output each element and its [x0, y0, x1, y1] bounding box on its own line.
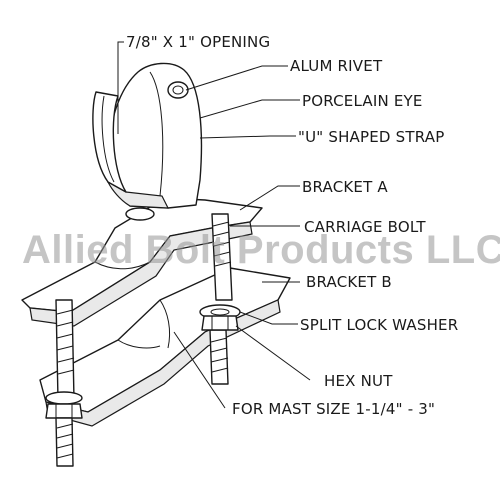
label-alum-rivet: ALUM RIVET — [290, 57, 383, 75]
carriage-bolt-right-lower — [209, 329, 229, 385]
label-u-shaped-strap: "U" SHAPED STRAP — [298, 128, 445, 146]
label-carriage-bolt: CARRIAGE BOLT — [304, 218, 426, 236]
alum-rivet — [167, 81, 189, 99]
label-split-lock-washer: SPLIT LOCK WASHER — [300, 316, 459, 334]
hex-nut-left — [45, 391, 83, 419]
bracket-a — [21, 197, 263, 327]
label-bracket-a: BRACKET A — [302, 178, 388, 196]
porcelain-eye — [92, 91, 127, 193]
carriage-bolt-left-lower — [55, 417, 74, 467]
label-porcelain-eye: PORCELAIN EYE — [302, 92, 423, 110]
label-hex-nut: HEX NUT — [324, 372, 393, 390]
watermark-text: Allied Bolt Products LLC — [22, 228, 500, 272]
label-mast-size: FOR MAST SIZE 1-1/4" - 3" — [232, 400, 436, 418]
carriage-bolt-left — [55, 299, 75, 401]
u-shaped-strap — [106, 62, 203, 209]
carriage-bolt-right — [211, 213, 233, 301]
label-opening: 7/8" X 1" OPENING — [126, 33, 271, 51]
leader-lines — [117, 41, 311, 409]
hex-nut-right — [201, 315, 239, 331]
label-bracket-b: BRACKET B — [306, 273, 392, 291]
